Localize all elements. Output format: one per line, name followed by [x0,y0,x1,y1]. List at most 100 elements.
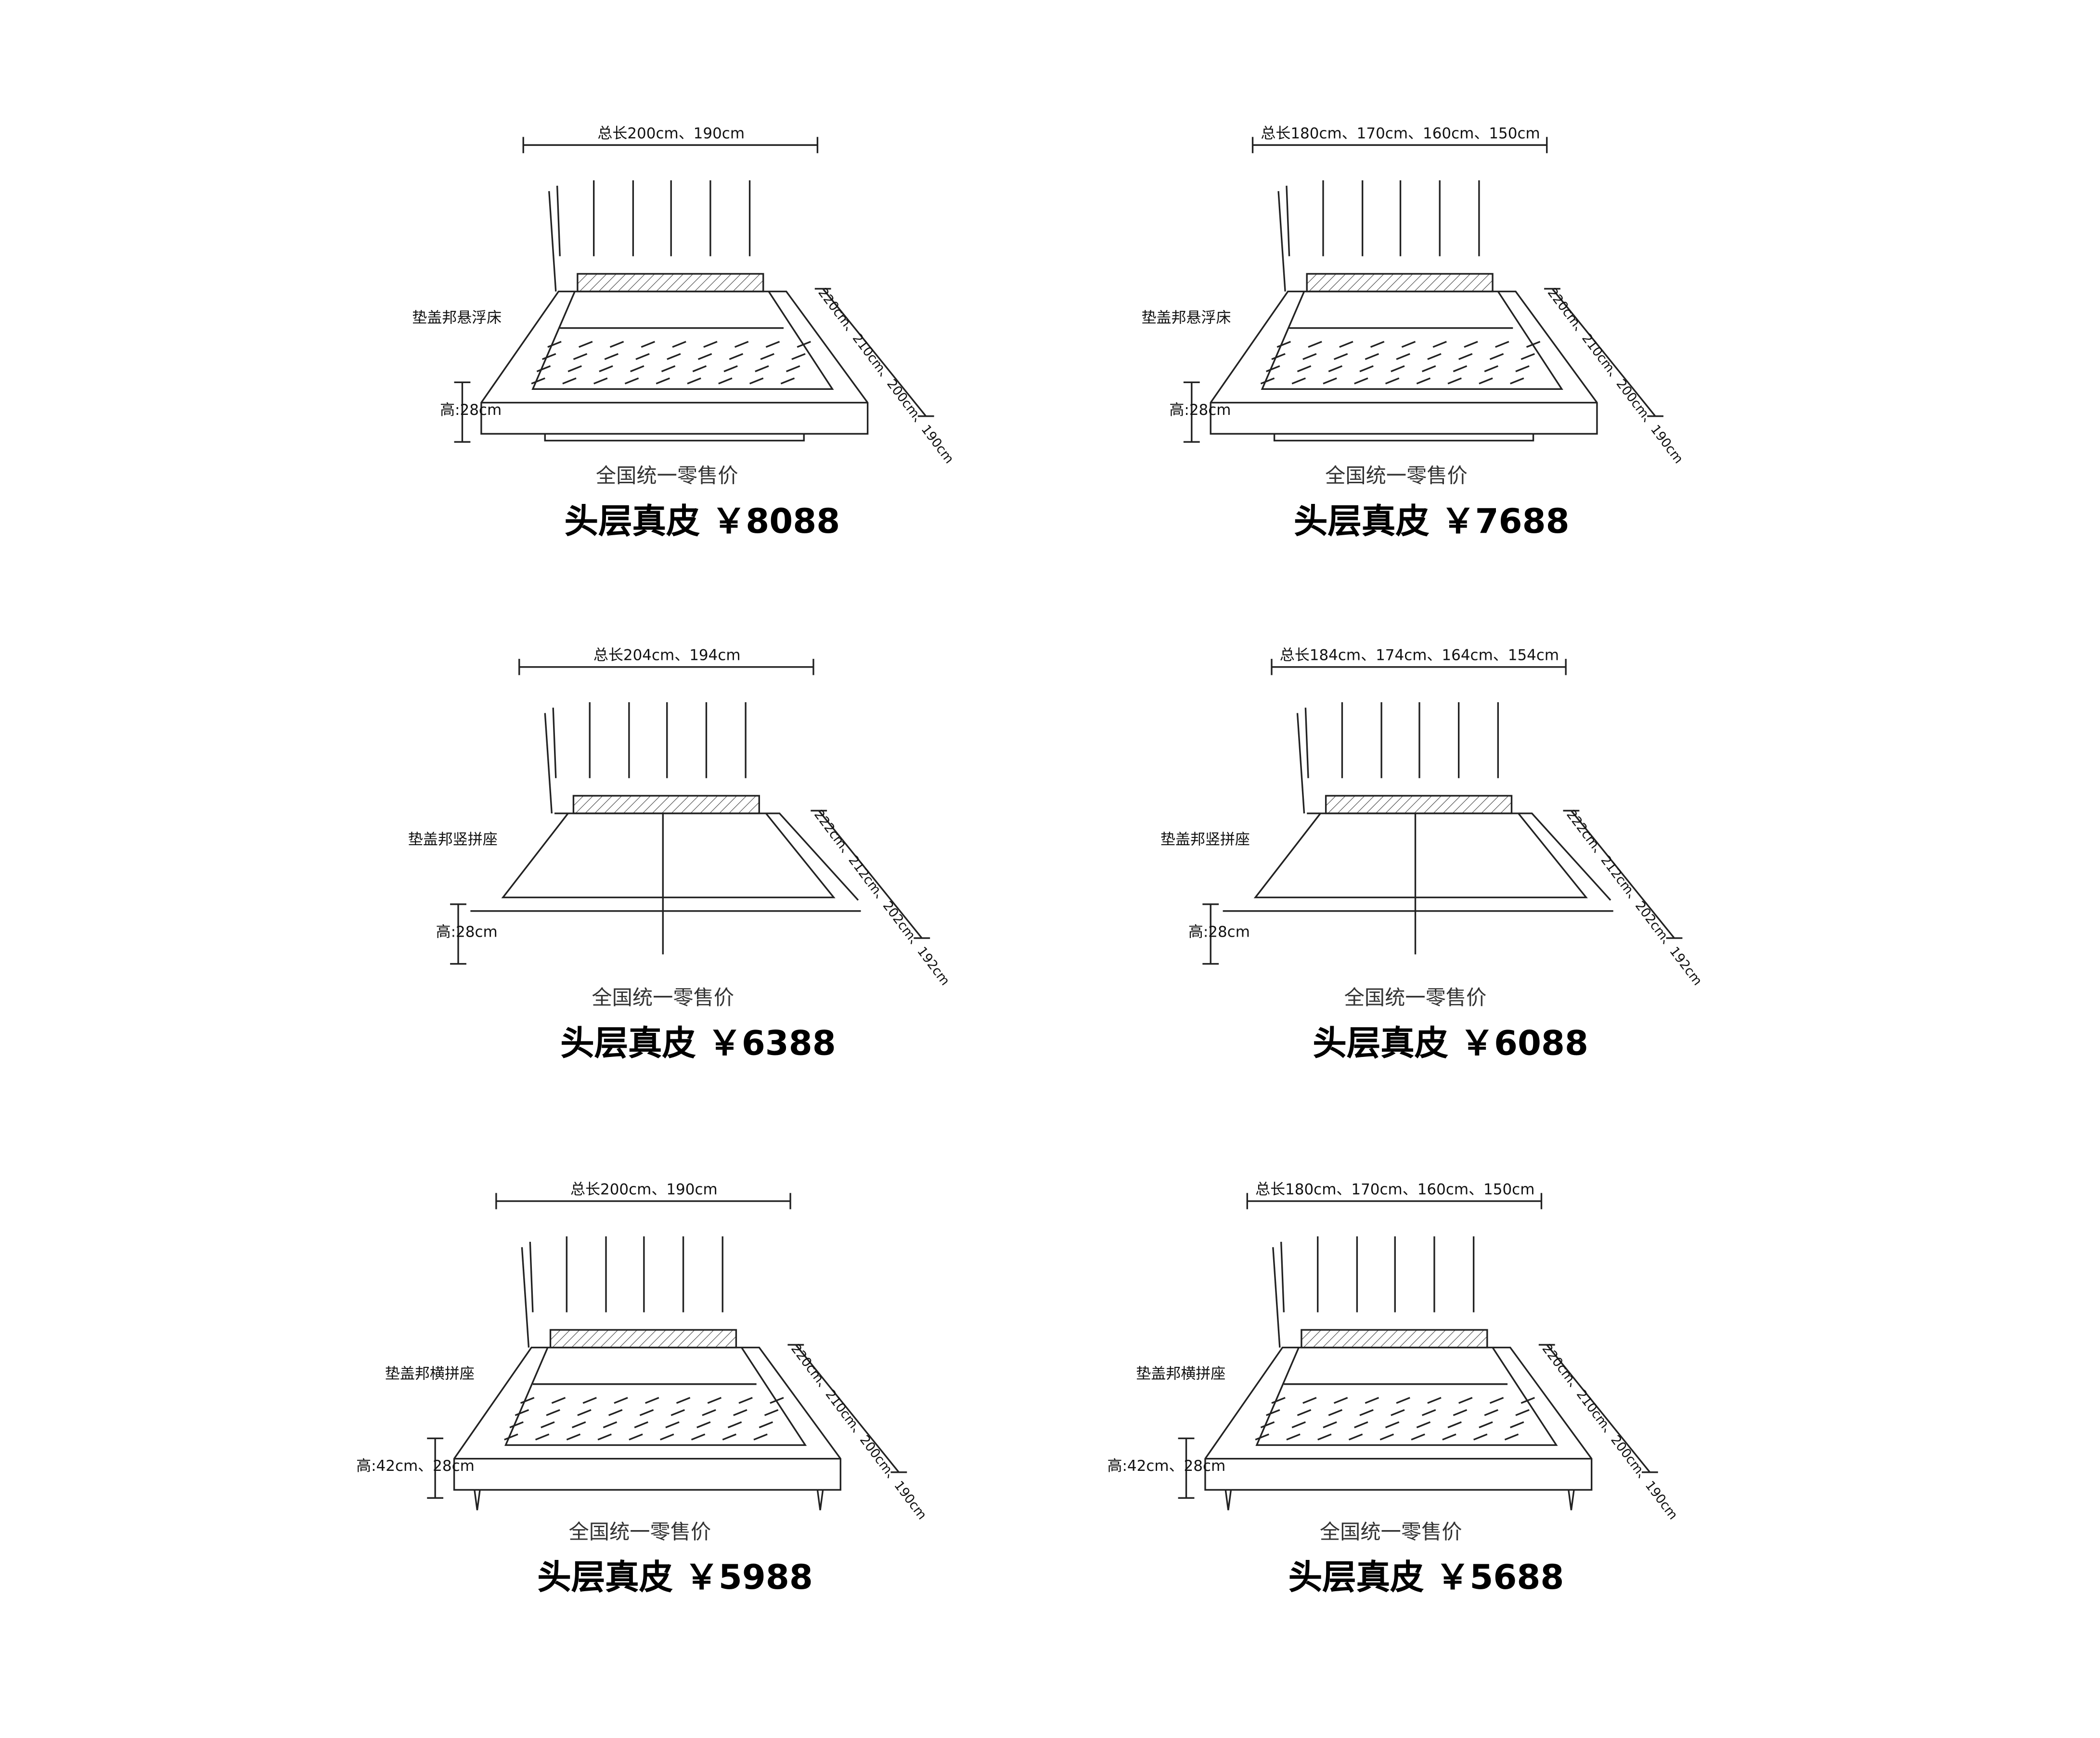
mattress-stitch [1515,365,1530,373]
mattress-stitch [1348,1433,1363,1441]
mattress-stitch [1391,1409,1405,1416]
mattress-stitch [641,341,656,348]
mattress-stitch [1458,1397,1473,1404]
price-label: 头层真皮 ￥8088 [564,502,840,541]
headboard-panel [1280,1241,1285,1313]
mattress-stitch [1504,1433,1519,1441]
bed-type-label: 垫盖邦悬浮床 [412,309,502,327]
height-label: 高:28cm [440,401,502,419]
mattress-stitch [770,1397,784,1404]
bed-frame [1307,812,1611,901]
mattress-stitch [797,341,811,348]
price-label: 头层真皮 ￥6388 [560,1023,836,1063]
mattress-stitch [1385,1421,1400,1429]
pillow-hatched [1301,1329,1488,1349]
mattress-stitch [1447,377,1462,385]
mattress-stitch [1323,377,1337,385]
mattress-stitch [1453,1409,1468,1416]
bed-frame [554,812,859,901]
bed-spec-card: 总长200cm、190cm 垫盖邦悬浮床 高:28cm 220cm、210cm、… [412,125,956,552]
mattress-stitch [1510,1421,1524,1429]
mattress-stitch [603,1421,618,1429]
mattress-stitch [1453,365,1468,373]
mattress-stitch [1339,341,1353,348]
length-dimension-line [814,288,934,417]
mattress-stitch [738,1397,753,1404]
mattress-area [1261,291,1563,390]
mattress-stitch [593,377,608,385]
bed-spec-card: 总长180cm、170cm、160cm、150cm 垫盖邦横拼座 高:42cm、… [1108,1181,1680,1608]
height-label: 高:28cm [436,923,498,941]
mattress-stitch [1365,1397,1379,1404]
mattress-stitch [676,1397,691,1404]
mattress-stitch [1421,365,1436,373]
bed-spec-card: 总长180cm、170cm、160cm、150cm 垫盖邦悬浮床 高:28cm … [1142,125,1686,552]
mattress-stitch [1427,353,1442,360]
mattress-stitch [635,353,650,360]
mattress-stitch [579,341,593,348]
mattress-stitch [546,1409,560,1416]
mattress-stitch [749,377,764,385]
height-label: 高:28cm [1169,401,1231,419]
headboard-panel [529,1241,534,1313]
mattress-stitch [624,377,639,385]
width-dimension-line [518,658,814,675]
mattress-stitch [1359,365,1374,373]
mattress-stitch [520,1397,535,1404]
width-dimension-line [1251,137,1548,154]
bed-frame [1210,290,1598,435]
mattress-stitch [723,365,738,373]
mattress-stitch [577,1409,592,1416]
headboard-panel [552,708,557,778]
headboard-outline [544,713,553,814]
retail-price-caption: 全国统一零售价 [1319,1519,1462,1545]
mattress-stitch [1473,1433,1488,1441]
width-label: 总长180cm、170cm、160cm、150cm [1255,1181,1535,1198]
mattress-stitch [760,353,774,360]
width-label: 总长204cm、194cm [593,646,741,665]
mattress-stitch [1291,377,1306,385]
mattress-stitch [764,1409,779,1416]
headboard-outline [1296,713,1305,814]
mattress-stitch [573,353,588,360]
bed-spec-card: 总长204cm、194cm 垫盖邦竖拼座 高:28cm 222cm、212cm、… [408,647,952,1074]
headboard-outline [1272,1247,1281,1348]
mattress-stitch [1432,341,1447,348]
mattress-stitch [1255,1433,1269,1441]
mattress-stitch [531,377,545,385]
bed-line-drawing [454,137,934,443]
mattress-stitch [765,341,780,348]
mattress-stitch [1365,353,1379,360]
mattress-stitch [727,1421,742,1429]
pillow-hatched [549,1329,737,1349]
mattress-stitch [734,341,749,348]
mattress-stitch [1266,365,1280,373]
mattress-stitch [1379,1433,1394,1441]
mattress-stitch [1317,1433,1332,1441]
mattress-stitch [571,1421,586,1429]
price-label: 头层真皮 ￥5688 [1288,1558,1564,1597]
bed-frame [480,290,869,435]
mattress-stitch [759,1421,773,1429]
mattress-stitch [551,1397,566,1404]
mattress-stitch [729,353,744,360]
height-dimension-line [1183,381,1200,443]
mattress-stitch [582,1397,597,1404]
bed-frame [453,1347,841,1491]
mattress-stitch [562,377,577,385]
length-dimension-line [787,1344,907,1473]
bed-type-label: 垫盖邦竖拼座 [408,831,498,849]
headboard-outline [548,191,557,292]
bed-leg [816,1490,824,1510]
headboard-panel [556,185,561,257]
mattress-stitch [696,1421,711,1429]
bed-spec-card: 总长184cm、174cm、164cm、154cm 垫盖邦竖拼座 高:28cm … [1160,647,1704,1074]
mattress-stitch [1359,1409,1374,1416]
mattress-stitch [1354,377,1368,385]
mattress-stitch [1328,365,1343,373]
mattress-stitch [639,1409,654,1416]
length-dimension-line [1563,810,1683,939]
mattress-stitch [541,1421,555,1429]
bed-line-drawing [427,1193,907,1510]
mattress-stitch [672,341,686,348]
